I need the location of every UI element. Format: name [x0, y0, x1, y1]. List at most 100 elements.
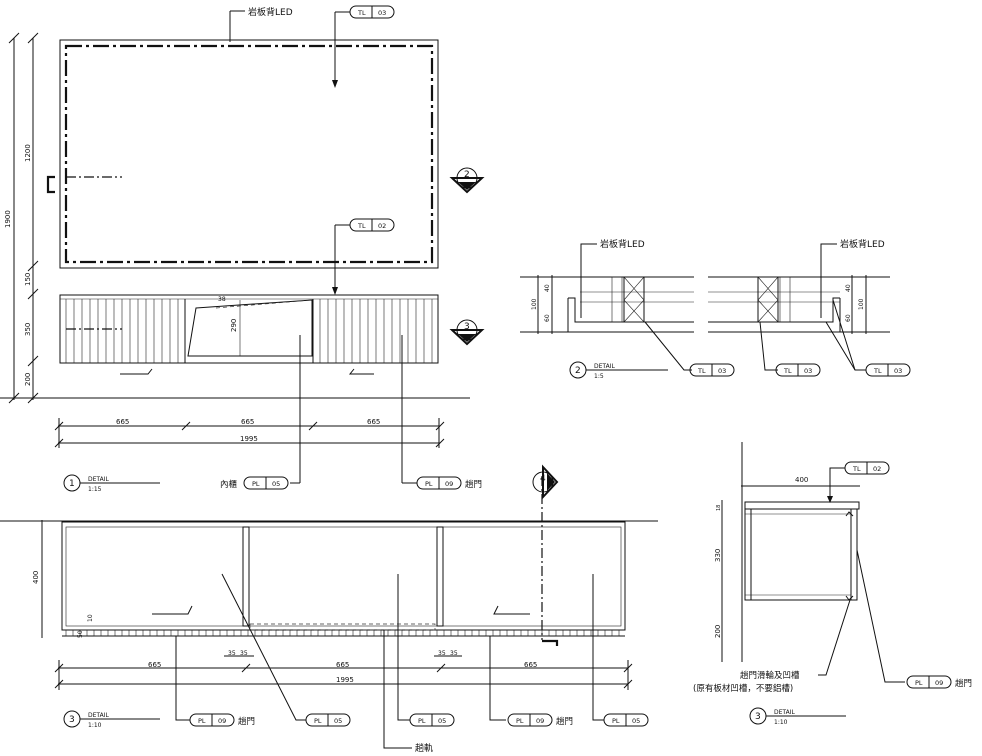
inner-cabinet-open: [187, 299, 313, 357]
d3r-dim-200: 200: [714, 625, 722, 638]
d2-post-r: [779, 276, 791, 323]
d3-div1: [242, 526, 250, 627]
tag-number: 03: [804, 367, 812, 375]
tag-code: TL: [357, 222, 366, 230]
tag-code: TL: [873, 367, 882, 375]
track-tooth: [415, 630, 424, 637]
dim-150-text: 150: [24, 273, 32, 286]
door-slats-left: [65, 299, 179, 363]
track-tooth: [93, 630, 102, 637]
d3-track-dash: [249, 623, 436, 631]
detail-scale: 1:5: [594, 373, 604, 380]
section-cut-mark: [46, 175, 55, 194]
d3-665b: 665: [336, 661, 349, 669]
track-tooth: [597, 630, 606, 637]
tag-tl02: TL 02: [349, 218, 395, 232]
detail-1-elevation: 290 38 1900 1200 150 350 200 665 6: [0, 5, 485, 493]
section-marker-3: 3: [449, 319, 485, 346]
track-tooth: [107, 630, 116, 637]
marker-label: 4: [540, 474, 546, 484]
d3r-dim-330: 330: [714, 549, 722, 562]
detail-number: 1: [69, 479, 75, 489]
tag-suffix: 趟門: [955, 678, 972, 689]
track-tooth: [387, 630, 396, 637]
marker-fill: [458, 182, 476, 190]
dim-665-c: 665: [367, 418, 380, 426]
section-marker-4: 4: [532, 464, 559, 500]
track-tooth: [191, 630, 200, 637]
dim-1200-text: 1200: [24, 144, 32, 162]
d2-dim-60: 60: [544, 314, 551, 322]
marker-fill: [458, 334, 476, 342]
d3-gap-b: 35: [240, 650, 248, 657]
note-led-d2l: 岩板背LED: [600, 238, 645, 250]
tag-code: PL: [418, 717, 426, 725]
tag-number: 09: [536, 717, 544, 725]
leader-d2c: [825, 321, 866, 371]
tag-number: 09: [218, 717, 226, 725]
d3r-dim-400: 400: [795, 476, 808, 484]
note-led-d2r: 岩板背LED: [840, 238, 885, 250]
detail-scale: 1:15: [88, 486, 102, 493]
tag-pl09: PL 09 趟門: [189, 713, 255, 727]
arrowhead: [332, 287, 338, 295]
track-tooth: [289, 630, 298, 637]
track-tooth: [177, 630, 186, 637]
detail-label: DETAIL: [88, 712, 109, 719]
d3-arrow-r: [493, 605, 530, 615]
track-tooth: [555, 630, 564, 637]
leader-pl09-r: [856, 549, 905, 683]
detail-label: DETAIL: [88, 476, 109, 483]
d2-block-l: [623, 276, 645, 323]
track-tooth: [611, 630, 620, 637]
tag-number: 05: [272, 480, 280, 488]
x: [623, 276, 645, 301]
tag-number: 02: [378, 222, 386, 230]
tag-code: PL: [612, 717, 620, 725]
track-tooth: [499, 630, 508, 637]
track-tooth: [247, 630, 256, 637]
tag-code: PL: [516, 717, 524, 725]
d3r-roller-top: [845, 511, 854, 517]
section-marker-2: 2: [449, 167, 485, 194]
d3-track-teeth: [65, 630, 620, 637]
tag-suffix: 趟門: [238, 716, 255, 727]
detail-scale: 1:10: [774, 719, 788, 726]
leader-d3-5: [592, 574, 604, 721]
tag-number: 02: [873, 465, 881, 473]
d2-tray-l: [567, 298, 694, 333]
note-slide-1: 趟門滑輪及凹槽: [740, 670, 800, 681]
marker-arrow: [449, 177, 485, 194]
dim-290-text: 290: [230, 319, 238, 332]
leader-d2c2: [832, 299, 856, 371]
dim-h-ticks: [54, 418, 445, 448]
track-tooth: [163, 630, 172, 637]
tag-code: PL: [198, 717, 206, 725]
track-tooth: [457, 630, 466, 637]
track-tooth: [275, 630, 284, 637]
note-track: 趟軌: [415, 742, 433, 754]
tag-number: 03: [894, 367, 902, 375]
tag-code: TL: [852, 465, 861, 473]
arrowhead: [332, 80, 338, 88]
d2-tray-r: [708, 298, 841, 333]
tag-code: TL: [357, 9, 366, 17]
track-tooth: [527, 630, 536, 637]
leader-d2a: [644, 321, 692, 371]
dim-ticks: [8, 32, 39, 404]
d3-dim-400: 400: [32, 571, 40, 584]
d3-arrow-l: [152, 605, 193, 615]
track-tooth: [513, 630, 522, 637]
tag-code: PL: [314, 717, 322, 725]
slide-arrow-right: [348, 368, 374, 375]
x: [623, 299, 645, 323]
leader-led-r: [820, 243, 837, 318]
